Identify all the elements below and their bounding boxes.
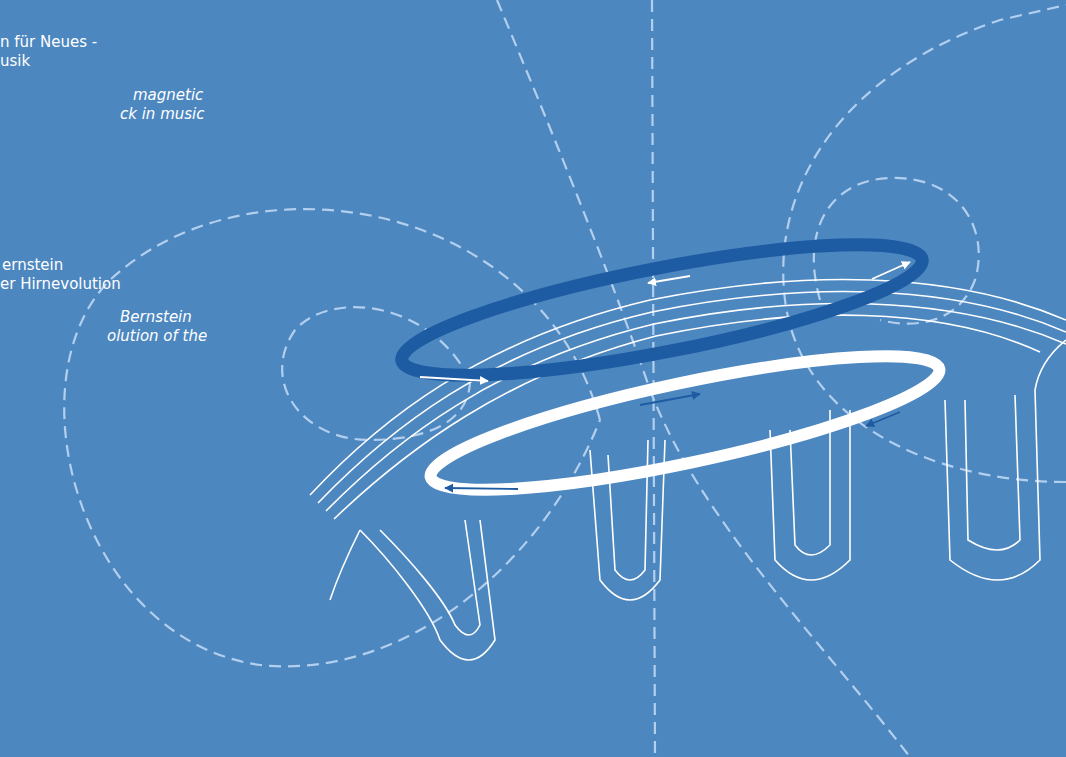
sulcus [945, 340, 1066, 580]
caption-fragment: ernstein [2, 256, 63, 274]
field-line [64, 209, 600, 666]
sulcus [360, 520, 495, 660]
caption-fragment: olution of the [107, 327, 207, 345]
current-arrow [648, 276, 690, 283]
current-loop [422, 330, 947, 516]
caption-fragment: magnetic [133, 86, 203, 104]
current-arrow [866, 412, 900, 426]
caption-fragment: usik [0, 52, 30, 70]
current-arrow [640, 394, 700, 405]
caption-fragment: ck in music [120, 105, 205, 123]
caption-fragment: n für Neues - [0, 33, 97, 51]
current-loop-white [422, 330, 947, 516]
sulcus [330, 530, 360, 600]
field-lines [64, 0, 1066, 757]
current-loop [394, 218, 930, 402]
sulcus [380, 520, 480, 635]
current-arrow [872, 262, 910, 279]
sulcus [965, 395, 1020, 550]
sulcus [608, 440, 648, 580]
caption-fragment: Bernstein [120, 308, 192, 326]
caption-fragment: er Hirnevolution [0, 275, 121, 293]
current-arrow [445, 488, 518, 489]
current-arrow [420, 377, 488, 381]
field-line [652, 0, 655, 757]
current-loop-dark [394, 218, 930, 402]
